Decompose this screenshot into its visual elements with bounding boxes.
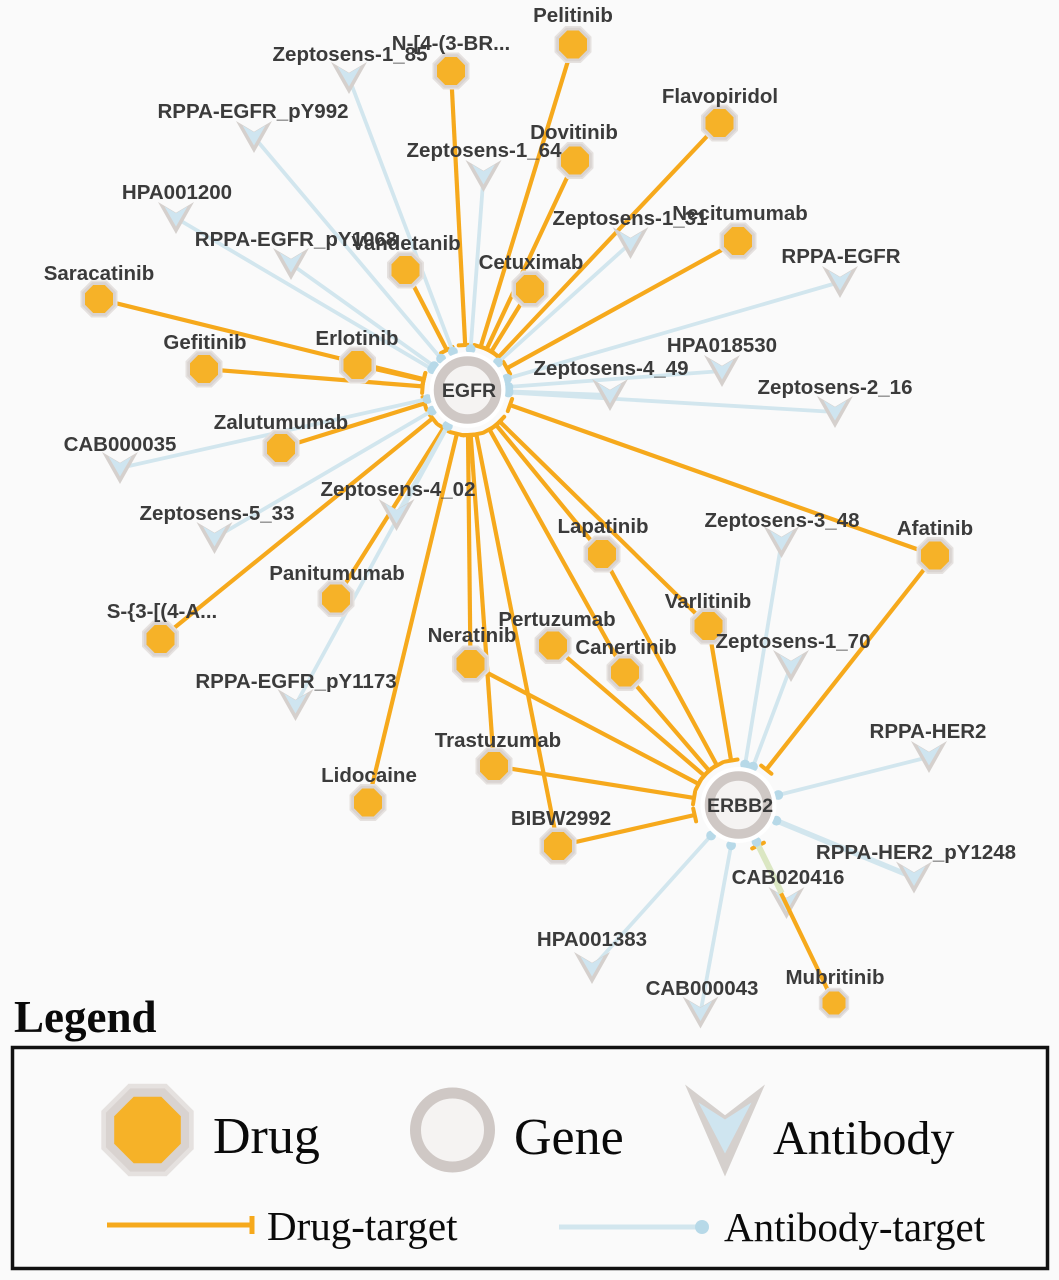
svg-text:Saracatinib: Saracatinib	[44, 262, 155, 285]
svg-text:Lapatinib: Lapatinib	[557, 515, 648, 538]
svg-text:Zeptosens-1_31: Zeptosens-1_31	[553, 207, 708, 230]
svg-text:Lidocaine: Lidocaine	[321, 764, 417, 787]
svg-text:Zalutumumab: Zalutumumab	[214, 411, 348, 434]
svg-text:BIBW2992: BIBW2992	[511, 807, 611, 830]
svg-text:S-{3-[(4-A...: S-{3-[(4-A...	[107, 600, 217, 623]
svg-text:ERBB2: ERBB2	[707, 795, 773, 817]
svg-text:Erlotinib: Erlotinib	[315, 327, 398, 350]
svg-text:Panitumumab: Panitumumab	[269, 562, 405, 585]
svg-text:Antibody-target: Antibody-target	[724, 1204, 986, 1250]
svg-text:HPA018530: HPA018530	[667, 334, 777, 357]
svg-text:Flavopiridol: Flavopiridol	[662, 85, 778, 108]
svg-text:N-[4-(3-BR...: N-[4-(3-BR...	[392, 32, 510, 55]
svg-text:Neratinib: Neratinib	[428, 624, 517, 647]
svg-text:Antibody: Antibody	[773, 1112, 954, 1165]
svg-text:EGFR: EGFR	[442, 380, 496, 402]
svg-text:Cetuximab: Cetuximab	[479, 251, 584, 274]
svg-text:Zeptosens-2_16: Zeptosens-2_16	[758, 376, 913, 399]
svg-text:Drug-target: Drug-target	[267, 1203, 458, 1249]
svg-text:HPA001383: HPA001383	[537, 928, 647, 951]
svg-text:RPPA-HER2: RPPA-HER2	[870, 720, 987, 743]
svg-text:Zeptosens-4_49: Zeptosens-4_49	[534, 357, 689, 380]
svg-text:RPPA-EGFR: RPPA-EGFR	[781, 245, 900, 268]
svg-text:Dovitinib: Dovitinib	[530, 121, 618, 144]
svg-text:Mubritinib: Mubritinib	[785, 966, 884, 989]
svg-text:Zeptosens-1_70: Zeptosens-1_70	[716, 630, 871, 653]
svg-text:CAB000035: CAB000035	[64, 433, 177, 456]
svg-text:Afatinib: Afatinib	[897, 517, 973, 540]
svg-text:RPPA-EGFR_pY992: RPPA-EGFR_pY992	[157, 100, 348, 123]
svg-text:HPA001200: HPA001200	[122, 181, 232, 204]
svg-text:RPPA-EGFR_pY1173: RPPA-EGFR_pY1173	[195, 670, 396, 693]
svg-text:Drug: Drug	[213, 1108, 320, 1165]
svg-text:Varlitinib: Varlitinib	[665, 590, 752, 613]
svg-text:Legend: Legend	[14, 992, 157, 1042]
svg-text:Pertuzumab: Pertuzumab	[498, 608, 615, 631]
svg-text:CAB000043: CAB000043	[646, 977, 759, 1000]
svg-text:RPPA-HER2_pY1248: RPPA-HER2_pY1248	[816, 841, 1016, 864]
svg-text:Zeptosens-1_64: Zeptosens-1_64	[407, 139, 563, 162]
svg-text:Zeptosens-4_02: Zeptosens-4_02	[321, 478, 476, 501]
svg-text:Necitumumab: Necitumumab	[672, 202, 808, 225]
svg-text:Vandetanib: Vandetanib	[351, 232, 460, 255]
svg-text:Zeptosens-1_85: Zeptosens-1_85	[273, 43, 428, 66]
svg-text:Trastuzumab: Trastuzumab	[435, 729, 561, 752]
svg-text:Canertinib: Canertinib	[575, 636, 676, 659]
svg-text:Zeptosens-5_33: Zeptosens-5_33	[140, 502, 295, 525]
svg-text:Gefitinib: Gefitinib	[163, 331, 246, 354]
svg-text:RPPA-EGFR_pY1068: RPPA-EGFR_pY1068	[195, 228, 397, 251]
svg-text:CAB020416: CAB020416	[732, 866, 845, 889]
svg-text:Zeptosens-3_48: Zeptosens-3_48	[705, 509, 860, 532]
svg-text:Gene: Gene	[514, 1109, 624, 1166]
svg-text:Pelitinib: Pelitinib	[533, 4, 613, 27]
